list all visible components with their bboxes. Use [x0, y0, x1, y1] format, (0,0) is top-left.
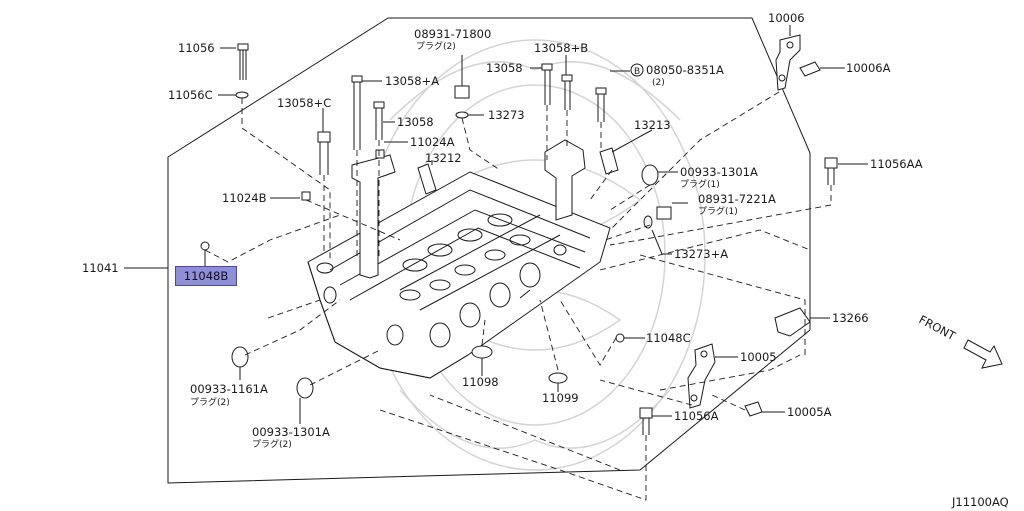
bolt-10006A[interactable]	[799, 61, 821, 77]
bolt-08050-8351A[interactable]	[595, 87, 607, 122]
cylinder-head[interactable]	[307, 171, 611, 379]
bracket-10005[interactable]	[687, 343, 716, 409]
bolt-13058-right[interactable]	[541, 63, 553, 105]
bolt-11056[interactable]	[237, 43, 249, 80]
dowel-11024A[interactable]	[375, 149, 385, 159]
plug-00933-1301A-bottom[interactable]	[296, 377, 314, 399]
label-11056C[interactable]: 11056C	[168, 88, 213, 102]
label-11098[interactable]: 11098	[462, 375, 499, 389]
bolt-10005A[interactable]	[744, 401, 763, 417]
highlighted-part-11048B[interactable]: 11048B	[175, 266, 237, 286]
label-11041[interactable]: 11041	[82, 261, 119, 275]
plug-08931-71800[interactable]	[454, 85, 470, 99]
label-08050-8351A[interactable]: 08050-8351A	[646, 63, 724, 77]
front-label: FRONT	[917, 312, 959, 343]
label-10005A[interactable]: 10005A	[787, 405, 832, 419]
bolt-13058C[interactable]	[317, 131, 331, 175]
label-11024A[interactable]: 11024A	[410, 135, 455, 149]
label-08050-mark: B	[634, 67, 640, 77]
label-00933-1301A-top[interactable]: 00933-1301A	[680, 165, 758, 179]
label-00933-1161A[interactable]: 00933-1161A	[190, 382, 268, 396]
label-13058A[interactable]: 13058+A	[385, 74, 439, 88]
front-indicator: FRONT	[917, 312, 1003, 369]
plug-08931-7221A[interactable]	[656, 206, 672, 220]
pin-11048B[interactable]	[200, 241, 210, 251]
label-10006A[interactable]: 10006A	[846, 61, 891, 75]
bolt-11056AA[interactable]	[824, 157, 838, 185]
circled-b-mark	[630, 63, 644, 77]
cover-13266[interactable]	[774, 307, 811, 337]
label-13213[interactable]: 13213	[634, 118, 671, 132]
label-11056AA[interactable]: 11056AA	[870, 157, 923, 171]
label-08931-7221A[interactable]: 08931-7221A	[698, 192, 776, 206]
washer-11099[interactable]	[548, 372, 568, 384]
label-13058[interactable]: 13058	[397, 115, 434, 129]
cam-bracket-left[interactable]	[351, 154, 396, 279]
bracket-10006[interactable]	[775, 34, 801, 91]
pin-11048C[interactable]	[615, 333, 625, 343]
label-11024B[interactable]: 11024B	[222, 191, 267, 205]
label-10005[interactable]: 10005	[740, 350, 777, 364]
label-13273[interactable]: 13273	[488, 108, 525, 122]
label-13058B[interactable]: 13058+B	[534, 41, 588, 55]
washer-11056C[interactable]	[235, 91, 249, 99]
label-13058-right[interactable]: 13058	[486, 61, 523, 75]
front-arrow-icon	[963, 339, 1003, 369]
label-11099[interactable]: 11099	[542, 391, 579, 405]
label-08931-71800-sub: プラグ(2)	[416, 40, 456, 52]
plug-00933-1301A-top[interactable]	[641, 164, 659, 186]
plug-00933-1161A[interactable]	[231, 346, 249, 368]
label-13266[interactable]: 13266	[832, 311, 869, 325]
label-08931-7221A-sub: プラグ(1)	[698, 205, 738, 217]
label-13273A[interactable]: 13273+A	[674, 247, 728, 261]
bolt-11056A[interactable]	[639, 407, 653, 435]
bolt-13058A[interactable]	[351, 75, 363, 150]
cam-bracket-right[interactable]	[544, 139, 586, 221]
label-11056A[interactable]: 11056A	[674, 409, 719, 423]
seal-11098[interactable]	[471, 345, 493, 359]
label-11048C[interactable]: 11048C	[646, 331, 691, 345]
label-00933-1301A-bottom[interactable]: 00933-1301A	[252, 425, 330, 439]
label-08931-71800[interactable]: 08931-71800	[414, 27, 491, 41]
dowel-11024B[interactable]	[301, 191, 311, 201]
label-08050-sub: (2)	[652, 78, 665, 88]
assembly-frame	[167, 17, 811, 484]
sleeve-13212[interactable]	[417, 163, 437, 195]
bolt-13058B[interactable]	[561, 74, 573, 110]
label-13212[interactable]: 13212	[425, 151, 462, 165]
label-11056[interactable]: 11056	[178, 41, 215, 55]
leader-lines	[124, 25, 868, 424]
part-labels: 11056 11056C 13058+C 13058+A 13058 11024…	[82, 11, 1009, 509]
label-13058C[interactable]: 13058+C	[277, 96, 331, 110]
label-00933-1301A-bottom-sub: プラグ(2)	[252, 438, 292, 450]
diagram-code: J11100AQ	[951, 495, 1009, 509]
label-00933-1161A-sub: プラグ(2)	[190, 396, 230, 408]
bolt-13058[interactable]	[373, 101, 385, 140]
assembly-lines	[204, 91, 832, 501]
sleeve-13213[interactable]	[599, 147, 619, 175]
label-00933-1301A-top-sub: プラグ(1)	[680, 178, 720, 190]
label-10006[interactable]: 10006	[768, 11, 805, 25]
washer-13273[interactable]	[455, 111, 469, 119]
